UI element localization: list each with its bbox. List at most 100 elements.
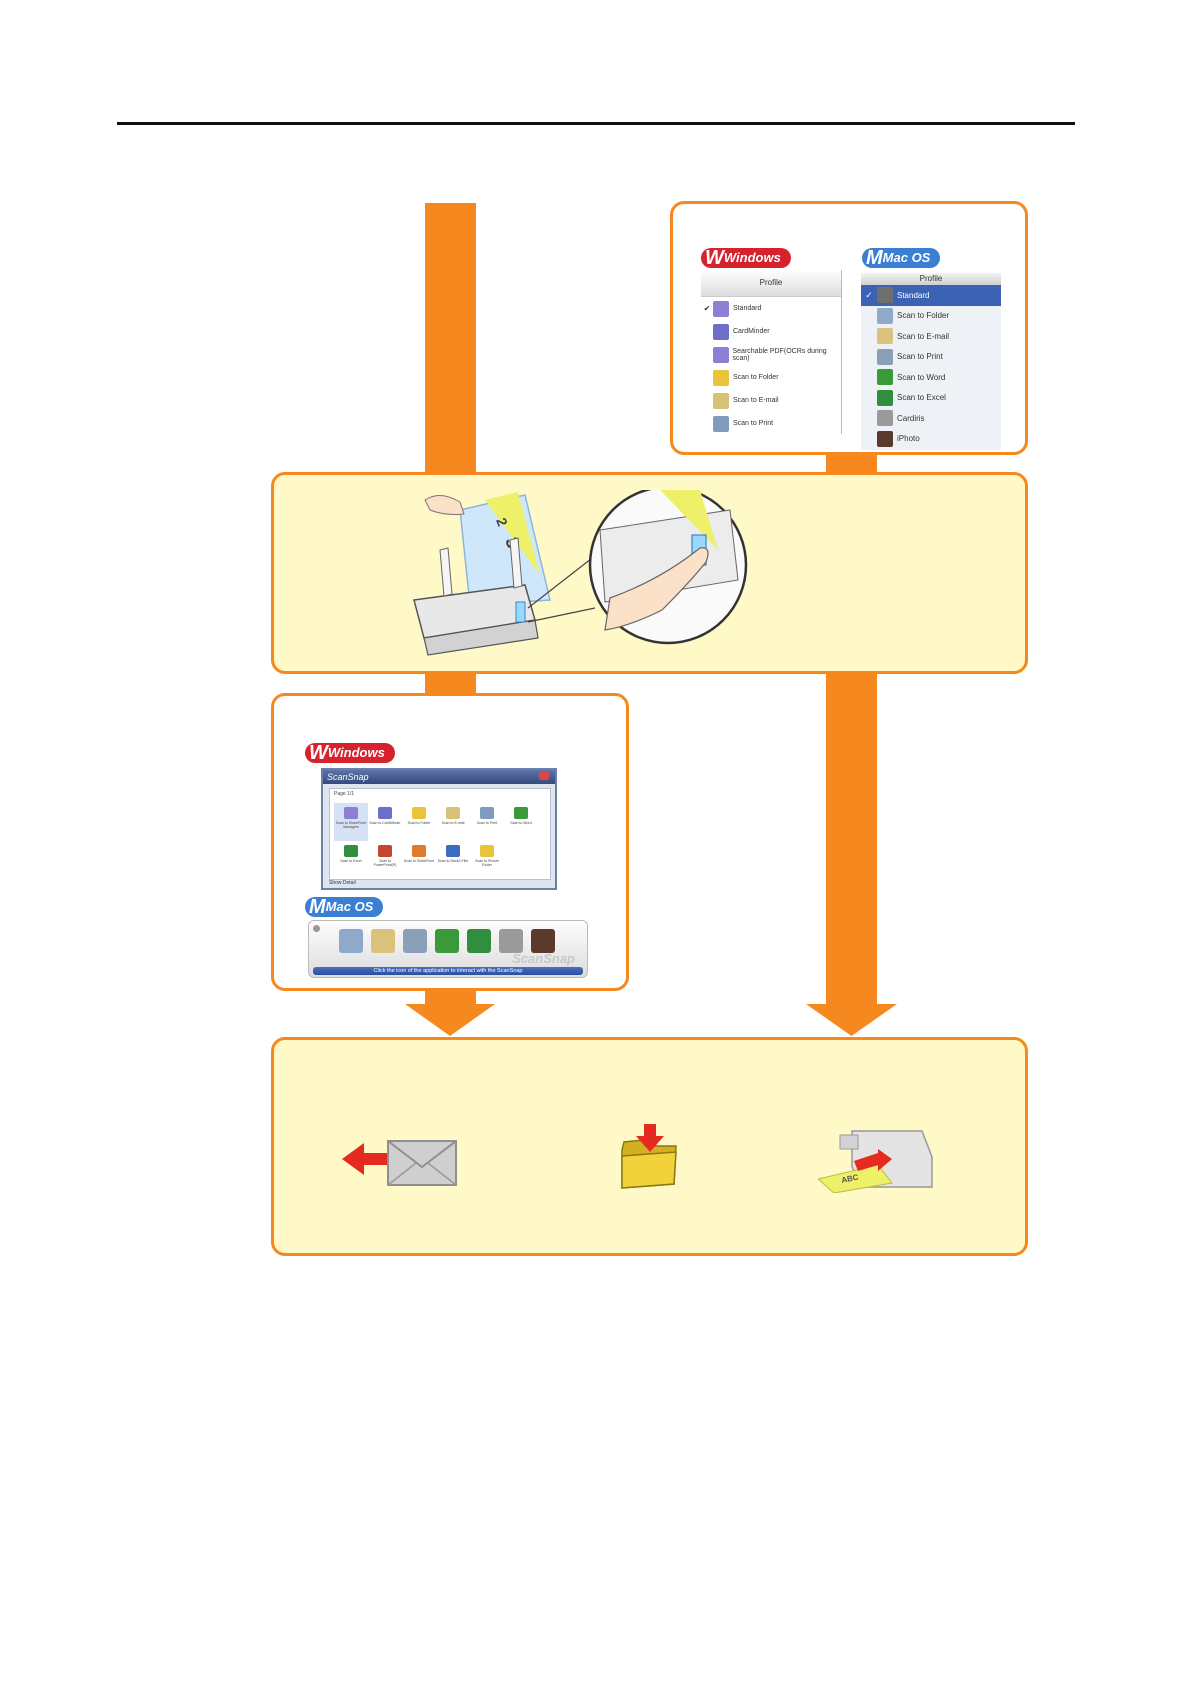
mac-profile-item[interactable]: Scan to E-mail — [861, 326, 1001, 347]
launcher-app-item[interactable]: Scan to Picture Folder — [470, 841, 504, 879]
app-icon[interactable] — [531, 929, 555, 953]
mac-profile-item[interactable]: ✓ Standard — [861, 285, 1001, 306]
windows-profile-item[interactable]: Scan to Print — [701, 412, 841, 435]
mac-profile-label: Scan to Print — [897, 352, 943, 362]
profile-icon — [712, 346, 729, 363]
flow-arrowhead-left — [405, 1004, 495, 1036]
windows-profile-item[interactable]: CardMinder — [701, 320, 841, 343]
windows-profile-label: Searchable PDF(OCRs during scan) — [732, 347, 827, 362]
profile-icon — [877, 287, 893, 304]
app-icon[interactable] — [499, 929, 523, 953]
mac-badge-profile: MMac OS — [862, 248, 941, 268]
mac-profile-label: Scan to Folder — [897, 311, 950, 321]
mac-profile-item[interactable]: Cardiris — [861, 408, 1001, 429]
windows-profile-item[interactable]: ✔ Standard — [701, 297, 841, 320]
mac-profile-label: Scan to Excel — [897, 393, 946, 403]
windows-profile-item[interactable]: Searchable PDF(OCRs during scan) — [701, 343, 841, 366]
launcher-app-item[interactable]: Scan to SharePoint Managers — [334, 803, 368, 841]
profile-icon — [877, 410, 893, 427]
launcher-app-item[interactable]: Scan to Word — [504, 803, 538, 841]
svg-text:ABC: ABC — [841, 1173, 860, 1185]
mac-profile-label: Standard — [897, 290, 930, 300]
windows-profile-header: Profile — [701, 270, 841, 297]
windows-profile-label: Scan to Folder — [733, 374, 779, 381]
check-icon: ✓ — [865, 289, 873, 300]
profile-icon — [877, 348, 893, 365]
close-icon[interactable] — [313, 925, 320, 932]
close-icon[interactable] — [539, 772, 549, 780]
app-icon — [344, 845, 358, 857]
mac-profile-label: Scan to E-mail — [897, 331, 950, 341]
windows-profile-label: Scan to Print — [733, 420, 774, 427]
profile-icon — [713, 323, 729, 340]
app-icon — [446, 845, 460, 857]
launcher-app-label: Scan to Word — [510, 821, 532, 825]
app-icon[interactable] — [467, 929, 491, 953]
mac-badge-label: Mac OS — [325, 899, 374, 914]
profile-icon — [713, 392, 729, 409]
profile-icon — [877, 430, 893, 447]
app-icon — [412, 807, 426, 819]
mac-profile-item[interactable]: Scan to Word — [861, 367, 1001, 388]
profile-icon — [877, 307, 893, 324]
app-icon[interactable] — [435, 929, 459, 953]
windows-profile-label: CardMinder — [733, 328, 770, 335]
launcher-app-item[interactable]: Scan to Print — [470, 803, 504, 841]
email-output — [342, 1137, 458, 1194]
flow-arrowhead-right — [806, 1004, 897, 1036]
app-icon[interactable] — [371, 929, 395, 953]
flow-arrow-left-top — [425, 203, 476, 473]
app-icon[interactable] — [339, 929, 363, 953]
launcher-app-item[interactable]: Scan to Folder — [402, 803, 436, 841]
mac-badge-launcher: MMac OS — [305, 897, 384, 917]
page-indicator: Page 1/1 — [334, 791, 355, 797]
profile-icon — [713, 415, 729, 432]
launcher-app-item[interactable]: Scan to CardMinder — [368, 803, 402, 841]
launcher-app-item[interactable]: Scan to E-mail — [436, 803, 470, 841]
flow-arrow-left-mid — [425, 672, 476, 697]
launcher-app-label: Scan to PowerPoint(R) — [373, 859, 397, 867]
show-detail-link[interactable]: Show Detail — [329, 880, 356, 886]
launcher-app-label: Scan to CardMinder — [369, 821, 401, 825]
app-icon[interactable] — [403, 929, 427, 953]
launcher-app-item[interactable]: Scan to Rack2-Filer — [436, 841, 470, 879]
launcher-app-item[interactable]: Scan to SharePoint — [402, 841, 436, 879]
app-icon — [378, 807, 392, 819]
profile-icon — [713, 369, 729, 386]
windows-badge-label: Windows — [327, 745, 385, 760]
windows-profile-item[interactable]: Scan to Folder — [701, 366, 841, 389]
mac-profile-item[interactable]: iPhoto — [861, 429, 1001, 450]
mac-profile-item[interactable]: Scan to Folder — [861, 306, 1001, 327]
mac-profile-label: Scan to Word — [897, 372, 946, 382]
profile-icon — [713, 300, 729, 317]
launcher-app-label: Scan to Excel — [340, 859, 362, 863]
launcher-app-item[interactable]: Scan to Excel — [334, 841, 368, 879]
windows-profile-label: Standard — [733, 305, 762, 312]
app-icon — [378, 845, 392, 857]
flow-arrow-right-long — [826, 672, 877, 1008]
scanner-illustration: 3 2 — [413, 490, 748, 656]
app-icon — [446, 807, 460, 819]
printer-icon: ABC — [816, 1130, 933, 1194]
profile-icon — [877, 389, 893, 406]
app-icon — [412, 845, 426, 857]
mac-profile-item[interactable]: Scan to Print — [861, 347, 1001, 368]
windows-profile-item[interactable]: Scan to E-mail — [701, 389, 841, 412]
printer-output: ABC — [816, 1127, 936, 1198]
header-rule — [117, 122, 1075, 125]
launcher-app-label: Scan to Rack2-Filer — [437, 859, 469, 863]
mac-profile-label: iPhoto — [897, 434, 920, 444]
mac-profile-item[interactable]: Scan to Excel — [861, 388, 1001, 409]
flow-arrow-left-bottom — [425, 988, 476, 1008]
launcher-app-item[interactable]: Scan to PowerPoint(R) — [368, 841, 402, 879]
launcher-app-label: Scan to Folder — [407, 821, 431, 825]
mac-profile-label: Cardiris — [897, 413, 925, 423]
launcher-app-label: Scan to SharePoint — [403, 859, 435, 863]
launcher-app-label: Scan to Picture Folder — [475, 859, 499, 867]
launcher-app-label: Scan to Print — [476, 821, 498, 825]
check-icon: ✔ — [703, 304, 711, 313]
mac-badge-label: Mac OS — [882, 250, 931, 265]
scansnap-brand: ScanSnap — [512, 951, 575, 966]
